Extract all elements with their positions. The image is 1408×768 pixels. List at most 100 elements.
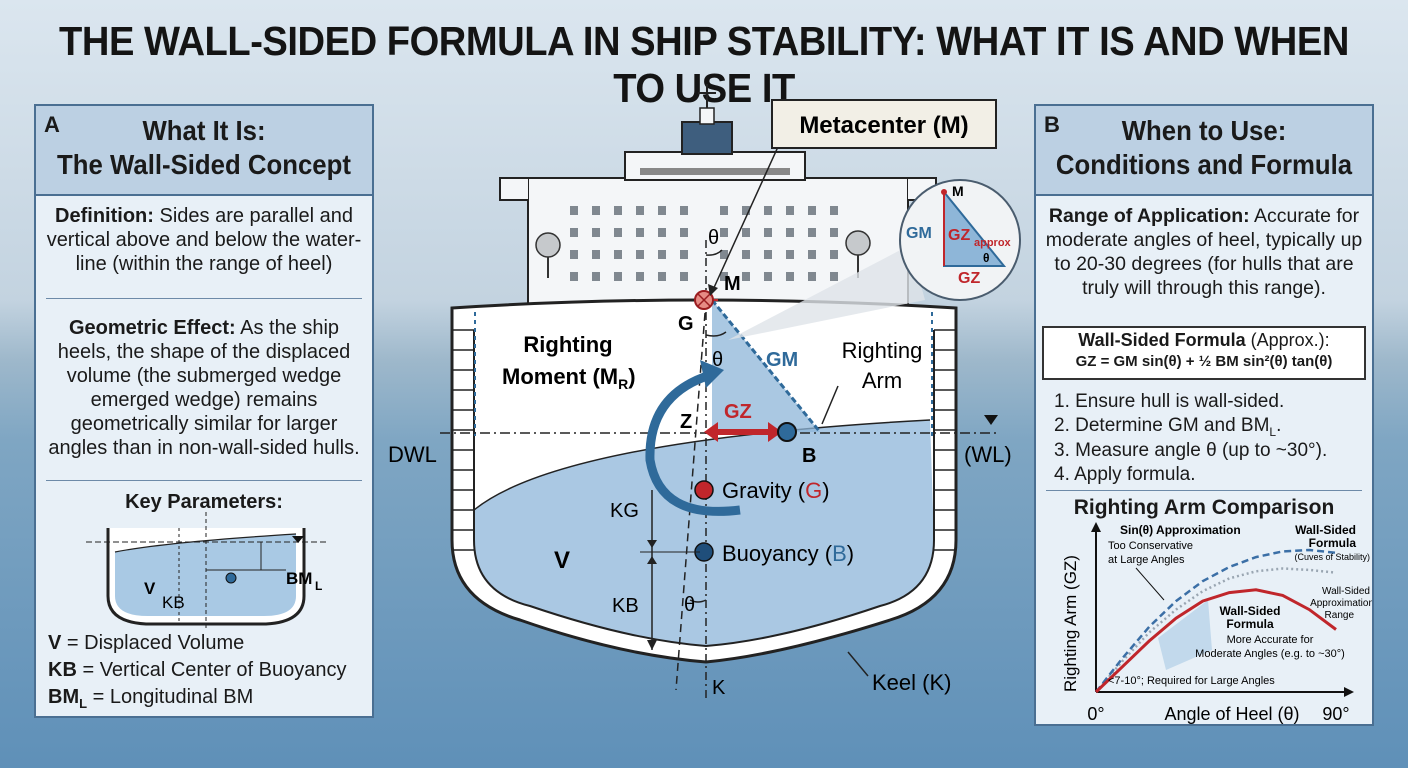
metacenter-label: Metacenter (M) xyxy=(799,112,968,139)
chart-annotation: <7-10°; Required for Large Angles xyxy=(1108,675,1275,687)
list-item: 1. Ensure hull is wall-sided. xyxy=(1054,391,1285,412)
definition-label: Definition: xyxy=(55,205,154,227)
window xyxy=(614,206,622,215)
window xyxy=(680,206,688,215)
formula-title: Wall-Sided Formula xyxy=(1078,330,1246,350)
panel-when-to-use: B When to Use: Conditions and Formula Ra… xyxy=(1034,104,1374,726)
metacenter-label-box xyxy=(771,99,997,149)
inset-m-label: M xyxy=(952,183,964,199)
window xyxy=(764,250,772,259)
list-item: 2. Determine GM and BML. xyxy=(1054,415,1282,439)
window xyxy=(720,250,728,259)
submerged-volume xyxy=(474,420,934,646)
chart-annotation: Wall-Sided xyxy=(1322,586,1370,597)
x-tick-label: 90° xyxy=(1322,704,1349,724)
steps-list: 1. Ensure hull is wall-sided. 2. Determi… xyxy=(1054,390,1327,487)
k-label: K xyxy=(712,677,726,699)
g-label: G xyxy=(678,313,694,335)
list-item: 4. Apply formula. xyxy=(1054,464,1196,485)
chart-annotation: Wall-Sided xyxy=(1295,523,1356,537)
formula-suffix: (Approx.): xyxy=(1250,330,1330,350)
approximation-range-shade xyxy=(1158,600,1212,670)
kg-label: KG xyxy=(610,500,639,522)
sketch-bm-label: BM xyxy=(286,569,312,588)
window xyxy=(636,206,644,215)
window xyxy=(614,228,622,237)
window xyxy=(592,228,600,237)
window xyxy=(720,272,728,281)
divider xyxy=(46,298,362,299)
window xyxy=(830,206,838,215)
window xyxy=(570,272,578,281)
definition-text: Sides are parallel and vertical above an… xyxy=(46,205,362,275)
z-label: Z xyxy=(680,411,692,433)
window xyxy=(808,206,816,215)
window xyxy=(570,206,578,215)
theta-bottom-label: θ xyxy=(684,594,695,616)
chart-annotation: Approximation xyxy=(1310,598,1372,609)
theta-top-label: θ xyxy=(708,227,719,249)
range-text: Accurate for moderate angles of heel, ty… xyxy=(1045,205,1363,299)
m-label: M xyxy=(724,273,741,295)
window xyxy=(658,206,666,215)
keel-label: Keel (K) xyxy=(872,670,951,695)
geometric-effect-block: Geometric Effect: As the ship heels, the… xyxy=(44,316,364,460)
window xyxy=(658,272,666,281)
inset-gz-subscript: approx xyxy=(974,237,1012,249)
panel-a-title-line2: The Wall-Sided Concept xyxy=(57,149,351,180)
sketch-bm-subscript: L xyxy=(315,579,322,593)
window xyxy=(680,272,688,281)
window xyxy=(658,228,666,237)
definition-block: Definition: Sides are parallel and verti… xyxy=(44,204,364,276)
inset-gz-bottom-label: GZ xyxy=(958,270,980,287)
gm-label: GM xyxy=(766,349,798,371)
chart-annotation: Formula xyxy=(1226,617,1274,631)
radar-dome-icon xyxy=(845,230,871,256)
series-line-2 xyxy=(1094,588,1337,694)
window xyxy=(764,272,772,281)
panel-a-title-line1: What It Is: xyxy=(142,115,266,146)
dwl-label: DWL xyxy=(388,442,437,467)
window xyxy=(742,272,750,281)
righting-moment-label-1: Righting xyxy=(523,332,612,357)
window xyxy=(808,250,816,259)
panel-what-it-is: A What It Is: The Wall-Sided Concept Def… xyxy=(34,104,374,718)
chart-annotation: Moderate Angles (e.g. to ~30°) xyxy=(1195,648,1345,660)
window xyxy=(680,228,688,237)
righting-arm-label-2: Arm xyxy=(862,368,902,393)
window xyxy=(680,250,688,259)
window xyxy=(614,250,622,259)
geometric-text: As the ship heels, the shape of the disp… xyxy=(48,317,360,459)
formula-text: GZ = GM sin(θ) + ½ BM sin²(θ) tan(θ) xyxy=(1075,353,1333,370)
window xyxy=(614,272,622,281)
inset-gz-label: GZ xyxy=(948,227,970,244)
gravity-point xyxy=(694,480,714,500)
chart-annotation: Wall-Sided xyxy=(1220,604,1281,618)
legend-item: V = Displaced Volume xyxy=(48,632,245,654)
righting-arm-label-1: Righting xyxy=(842,338,923,363)
x-axis-label: Angle of Heel (θ) xyxy=(1164,704,1299,724)
chart-annotation: Range xyxy=(1325,610,1355,621)
window xyxy=(742,228,750,237)
window xyxy=(786,250,794,259)
window xyxy=(830,272,838,281)
comparison-title: Righting Arm Comparison xyxy=(1073,496,1335,519)
chart-annotation: Formula xyxy=(1309,536,1357,550)
window xyxy=(636,228,644,237)
window xyxy=(592,206,600,215)
panel-b-header: B When to Use: Conditions and Formula xyxy=(1036,106,1372,196)
series-line-0 xyxy=(1095,567,1337,693)
divider xyxy=(1046,490,1362,491)
hull-section-sketch: V KB BM L xyxy=(86,512,326,630)
window xyxy=(592,250,600,259)
window xyxy=(720,206,728,215)
radar-dome-icon xyxy=(535,232,561,258)
righting-moment-label-2: Moment (MR) xyxy=(502,364,636,392)
gz-label: GZ xyxy=(724,401,752,423)
window xyxy=(742,206,750,215)
window xyxy=(786,272,794,281)
legend-list: V = Displaced Volume KB = Vertical Cente… xyxy=(48,630,347,712)
window xyxy=(592,272,600,281)
window xyxy=(636,250,644,259)
legend-item: KB = Vertical Center of Buoyancy xyxy=(48,659,347,681)
